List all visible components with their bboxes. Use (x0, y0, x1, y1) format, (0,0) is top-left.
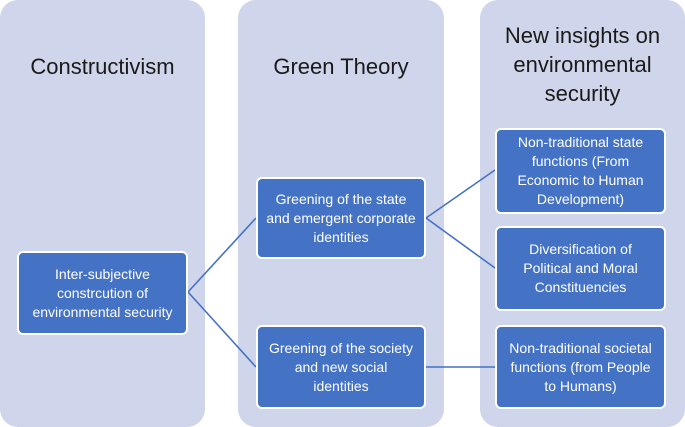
box-label: Greening of the society and new social i… (269, 339, 413, 394)
column-title-constructivism: Constructivism (30, 54, 175, 79)
box-greening-state: Greening of the state and emergent corpo… (256, 177, 426, 259)
box-non-traditional-state-functions: Non-traditional state functions (From Ec… (495, 128, 666, 214)
box-label: Non-traditional state functions (From Ec… (517, 134, 644, 207)
box-inter-subjective-construction: Inter-subjective constrcution of environ… (17, 251, 188, 335)
box-label: Inter-subjective constrcution of environ… (32, 265, 173, 320)
column-title-new-insights: New insights on environmental security (504, 23, 661, 106)
box-label: Diversification of Political and Moral C… (523, 241, 638, 295)
box-greening-society: Greening of the society and new social i… (256, 325, 426, 409)
box-label: Non-traditional societal functions (from… (509, 339, 652, 394)
column-constructivism: Constructivism (0, 0, 205, 427)
box-diversification: Diversification of Political and Moral C… (495, 226, 666, 311)
box-label: Greening of the state and emergent corpo… (266, 190, 416, 245)
column-title-green-theory: Green Theory (273, 54, 409, 79)
box-non-traditional-societal-functions: Non-traditional societal functions (from… (495, 325, 666, 409)
